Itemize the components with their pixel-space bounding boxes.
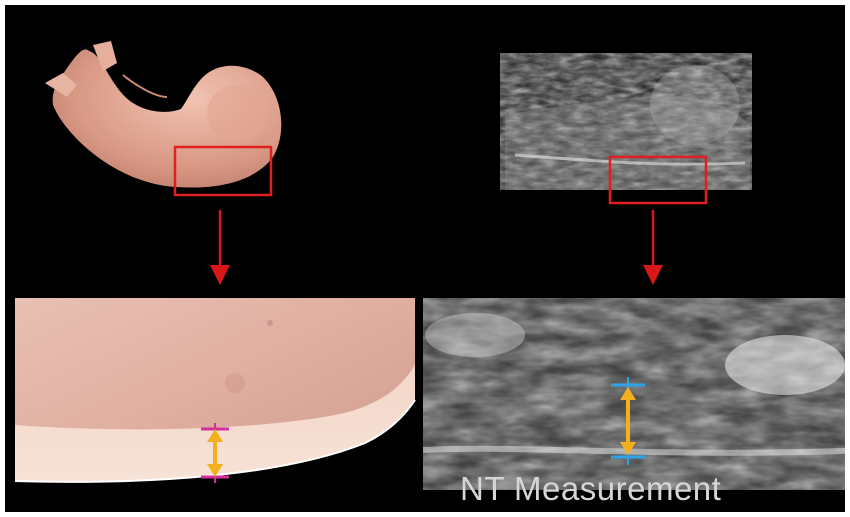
- nt-measurement-caption: NT Measurement: [460, 470, 780, 508]
- ultrasound-scan: [500, 53, 752, 190]
- ultrasound-neck-closeup: [423, 298, 845, 490]
- figure-frame: NT Measurement: [5, 5, 845, 512]
- figure-canvas: [5, 5, 845, 512]
- fetus-illustration: [45, 41, 281, 188]
